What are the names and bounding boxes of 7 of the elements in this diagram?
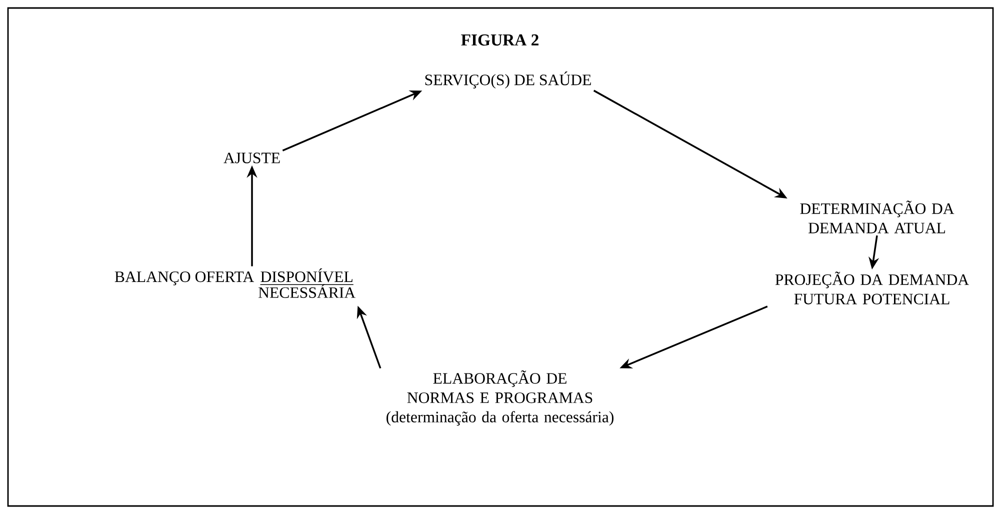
figure-title: FIGURA 2 bbox=[461, 34, 538, 46]
text-label: ELABORAÇÃO DE NORMAS E PROGRAMAS (determinação da oferta necessária) bbox=[386, 370, 614, 426]
text-label: SERVIÇO(S) DE SAÚDE bbox=[425, 72, 591, 88]
text-label: PROJEÇÃO DA DEMANDA FUTURA POTENCIAL bbox=[775, 272, 969, 304]
text-label: BALANÇO OFERTA DISPONÍVEL NECESSÁRIA bbox=[114, 268, 356, 298]
text-label: DETERMINAÇÃO DA DEMANDA ATUAL bbox=[800, 200, 954, 234]
text-label: AJUSTE bbox=[224, 152, 280, 164]
